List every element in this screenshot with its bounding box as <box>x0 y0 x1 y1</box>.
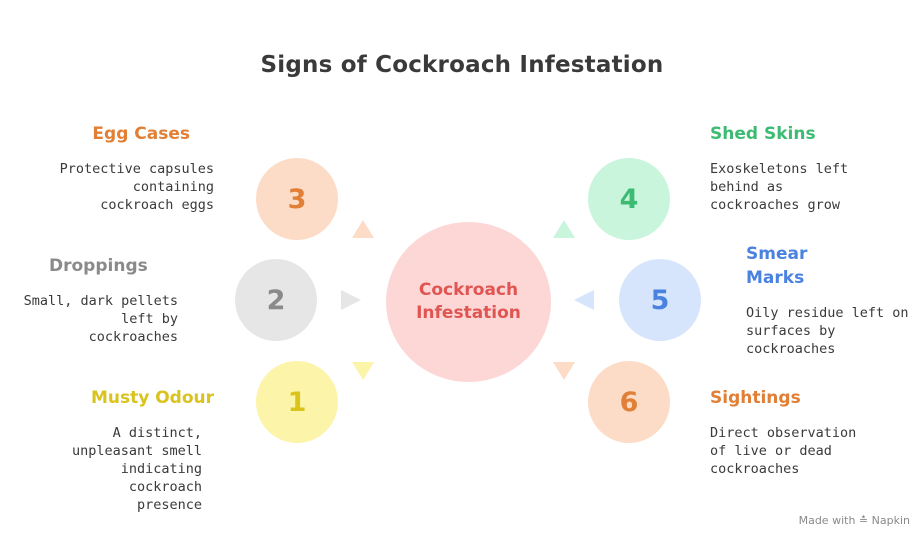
desc-musty-odour: A distinct, unpleasant smell indicating … <box>71 425 202 513</box>
made-with-napkin-credit: Made with ≛ Napkin <box>799 514 910 527</box>
pointer-triangle-2 <box>341 290 361 310</box>
pointer-triangle-4 <box>553 220 575 238</box>
desc-droppings: Small, dark pellets left by cockroaches <box>23 293 178 345</box>
center-label-line2: Infestation <box>416 303 521 323</box>
node-number: 1 <box>287 386 307 418</box>
node-smear-marks: 5 <box>619 259 701 341</box>
desc-smear-marks: Oily residue left on surfaces by cockroa… <box>746 305 909 357</box>
heading-sightings: Sightings <box>710 388 801 408</box>
heading-droppings: Droppings <box>49 256 148 276</box>
pointer-triangle-6 <box>553 362 575 380</box>
node-shed-skins: 4 <box>588 158 670 240</box>
diagram-title: Signs of Cockroach Infestation <box>260 52 664 78</box>
napkin-brand-label: Napkin <box>871 514 910 527</box>
node-egg-cases: 3 <box>256 158 338 240</box>
pointer-triangle-3 <box>352 220 374 238</box>
node-droppings: 2 <box>235 259 317 341</box>
heading-musty-odour: Musty Odour <box>90 388 214 408</box>
center-label-line1: Cockroach <box>418 280 519 300</box>
heading-shed-skins: Shed Skins <box>710 124 816 144</box>
node-musty-odour: 1 <box>256 361 338 443</box>
pointer-triangle-1 <box>352 362 374 380</box>
node-number: 6 <box>619 386 639 418</box>
node-number: 4 <box>619 183 639 215</box>
desc-egg-cases: Protective capsules containing cockroach… <box>59 161 214 213</box>
node-sightings: 6 <box>588 361 670 443</box>
node-number: 3 <box>287 183 307 215</box>
made-with-label: Made with <box>798 514 856 527</box>
napkin-logo-icon: ≛ <box>858 514 869 527</box>
node-number: 2 <box>266 284 286 316</box>
node-number: 5 <box>650 284 670 316</box>
desc-sightings: Direct observation of live or dead cockr… <box>710 425 857 477</box>
pointer-triangle-5 <box>574 290 594 310</box>
heading-smear-marks: Smear Marks <box>746 244 808 288</box>
heading-egg-cases: Egg Cases <box>92 124 190 144</box>
desc-shed-skins: Exoskeletons left behind as cockroaches … <box>710 161 849 213</box>
center-node: Cockroach Infestation <box>386 222 551 382</box>
